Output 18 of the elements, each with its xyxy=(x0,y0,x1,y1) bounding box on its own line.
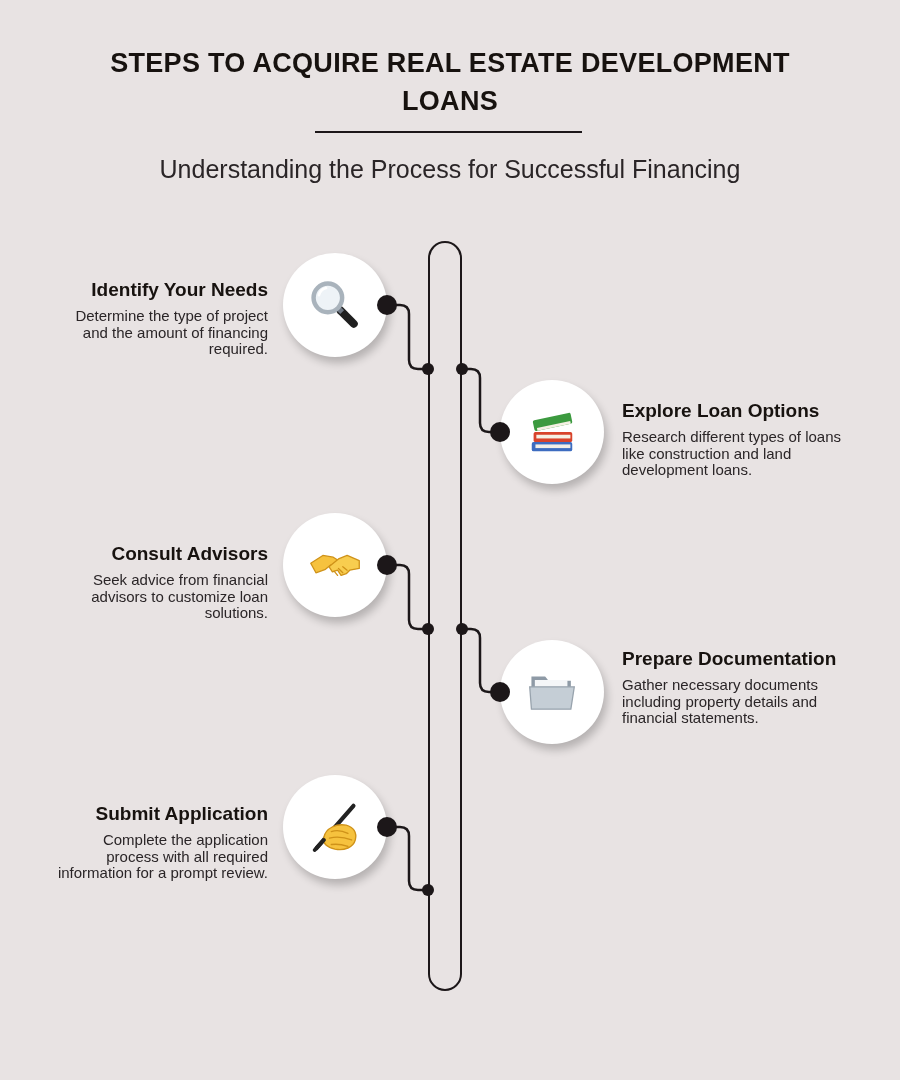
step-heading: Identify Your Needs xyxy=(90,279,268,300)
connector-line xyxy=(377,555,434,635)
connector-line xyxy=(456,623,510,702)
connector-line xyxy=(377,295,434,375)
subtitle: Understanding the Process for Successful Financing xyxy=(159,154,741,185)
step-description: Research different types of loans like construction and land development loans. xyxy=(622,429,843,479)
step-description: Gather necessary documents including property details and financial statements. xyxy=(622,677,819,727)
step-heading: Prepare Documentation xyxy=(622,648,838,669)
step-heading: Explore Loan Options xyxy=(622,400,821,421)
step-description: Determine the type of project and the amount of financing required. xyxy=(74,308,268,358)
step-description: Seek advice from financial advisors to customize loan solutions. xyxy=(90,572,268,622)
connector-line xyxy=(377,817,434,896)
timeline-track xyxy=(428,241,462,991)
connector-line xyxy=(456,363,510,442)
step-heading: Consult Advisors xyxy=(110,543,268,564)
step-description: Complete the application process with all required information for a prompt review. xyxy=(56,832,268,882)
title: STEPS TO ACQUIRE REAL ESTATE DEVELOPMENT LOANS xyxy=(109,47,791,118)
step-heading: Submit Application xyxy=(94,803,268,824)
